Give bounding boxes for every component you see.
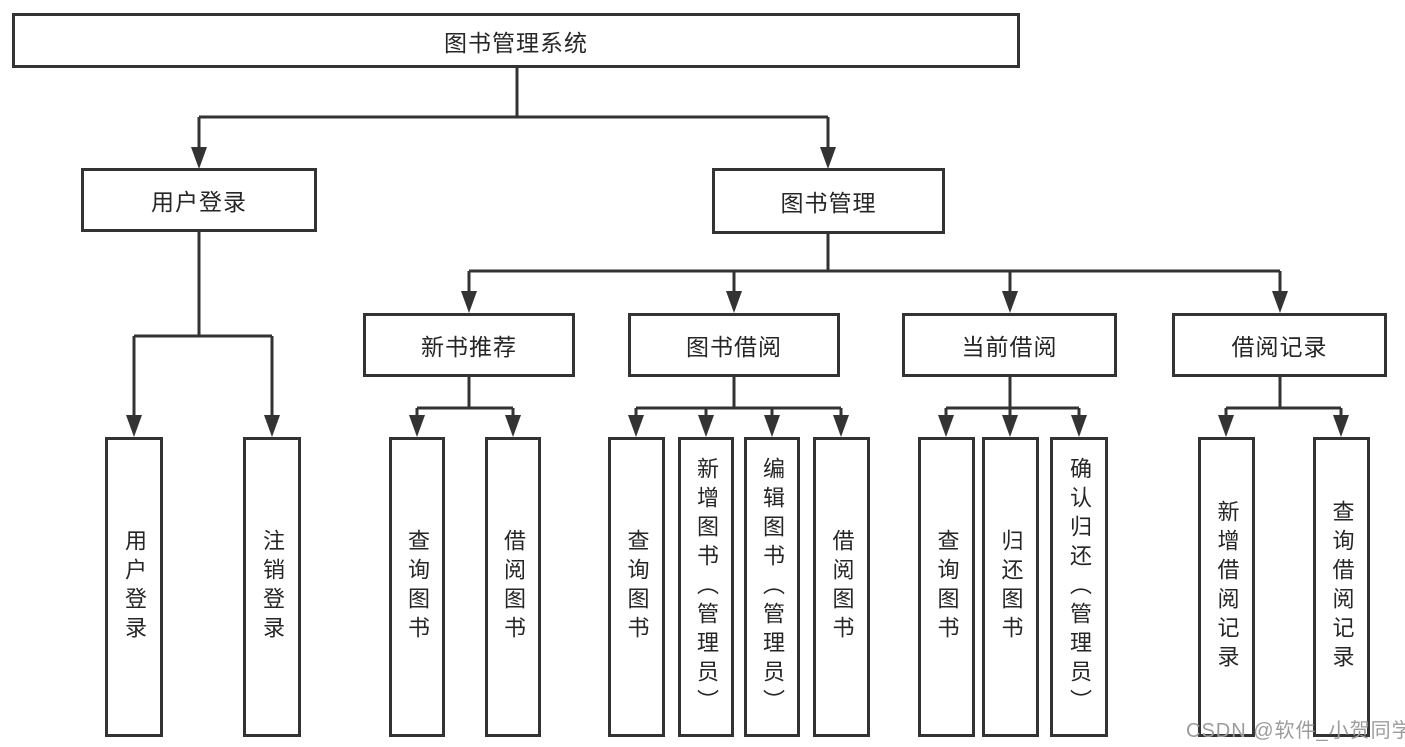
leaf-query-books-current: 查询图书 xyxy=(918,437,975,737)
node-label: 用户登录 xyxy=(151,189,247,215)
arrowhead xyxy=(461,291,477,313)
leaf-return-books: 归还图书 xyxy=(982,437,1039,737)
arrowhead xyxy=(726,291,742,313)
node-library-management-system: 图书管理系统 xyxy=(12,13,1020,68)
leaf-edit-books-admin: 编辑图书（管理员） xyxy=(744,437,800,737)
leaf-label: 查询图书 xyxy=(934,529,960,645)
connector-book-borrowing-branch xyxy=(634,377,843,416)
arrowhead xyxy=(191,147,207,169)
arrowhead xyxy=(938,415,954,437)
arrowhead xyxy=(833,415,849,437)
arrowhead xyxy=(1272,291,1288,313)
arrowhead xyxy=(505,415,521,437)
watermark: CSDN @软件_小贺同学 xyxy=(1186,720,1405,742)
node-user-login: 用户登录 xyxy=(81,168,317,232)
node-borrowing-records: 借阅记录 xyxy=(1172,313,1387,377)
leaf-borrow-books-borrowing: 借阅图书 xyxy=(813,437,870,737)
node-label: 图书管理系统 xyxy=(444,29,588,56)
leaf-label: 新增图书（管理员） xyxy=(694,456,719,718)
arrowhead xyxy=(126,415,142,437)
node-current-borrowing: 当前借阅 xyxy=(902,313,1117,377)
arrowhead xyxy=(1071,415,1087,437)
connector-user-login-branch xyxy=(132,232,274,416)
arrowhead xyxy=(1002,415,1018,437)
leaf-logout-login: 注销登录 xyxy=(243,437,301,737)
leaf-label: 借阅图书 xyxy=(501,529,526,645)
leaf-borrow-books-recommend: 借阅图书 xyxy=(485,437,541,737)
leaf-query-books-recommend: 查询图书 xyxy=(389,437,445,737)
node-book-borrowing: 图书借阅 xyxy=(628,313,840,377)
arrowhead xyxy=(820,147,836,169)
node-label: 当前借阅 xyxy=(961,334,1058,360)
connector-book-management-branch xyxy=(467,234,1282,293)
leaf-label: 确认归还（管理员） xyxy=(1067,456,1092,718)
node-label: 新书推荐 xyxy=(421,334,517,360)
leaf-label: 查询图书 xyxy=(624,529,650,645)
leaf-user-login: 用户登录 xyxy=(105,437,163,737)
connector-root-branch xyxy=(197,68,830,148)
leaf-label: 注销登录 xyxy=(260,529,285,645)
arrowhead xyxy=(264,415,280,437)
leaf-label: 编辑图书（管理员） xyxy=(760,456,785,718)
leaf-label: 借阅图书 xyxy=(829,529,855,645)
leaf-add-books-admin: 新增图书（管理员） xyxy=(678,437,734,737)
leaf-query-borrow-record: 查询借阅记录 xyxy=(1313,437,1370,737)
node-book-management: 图书管理 xyxy=(712,168,945,234)
leaf-label: 新增借阅记录 xyxy=(1214,500,1240,674)
arrowhead xyxy=(764,415,780,437)
leaf-query-books-borrowing: 查询图书 xyxy=(608,437,665,737)
arrowhead xyxy=(1333,415,1349,437)
connector-current-borrowing-branch xyxy=(944,377,1081,416)
leaf-confirm-return-admin: 确认归还（管理员） xyxy=(1050,437,1108,737)
arrowhead xyxy=(1002,291,1018,313)
node-label: 借阅记录 xyxy=(1231,334,1328,360)
leaf-label: 查询借阅记录 xyxy=(1329,500,1355,674)
connector-borrowing-records-branch xyxy=(1224,377,1343,416)
arrowhead xyxy=(409,415,425,437)
node-new-book-recommend: 新书推荐 xyxy=(363,313,575,377)
arrowhead xyxy=(628,415,644,437)
node-label: 图书借阅 xyxy=(686,334,782,360)
leaf-label: 归还图书 xyxy=(998,529,1024,645)
leaf-add-borrow-record: 新增借阅记录 xyxy=(1198,437,1255,737)
arrowhead xyxy=(698,415,714,437)
arrowhead xyxy=(1218,415,1234,437)
node-label: 图书管理 xyxy=(780,190,877,216)
leaf-label: 查询图书 xyxy=(405,529,430,645)
connector-new-book-branch xyxy=(415,377,515,416)
leaf-label: 用户登录 xyxy=(122,529,147,645)
